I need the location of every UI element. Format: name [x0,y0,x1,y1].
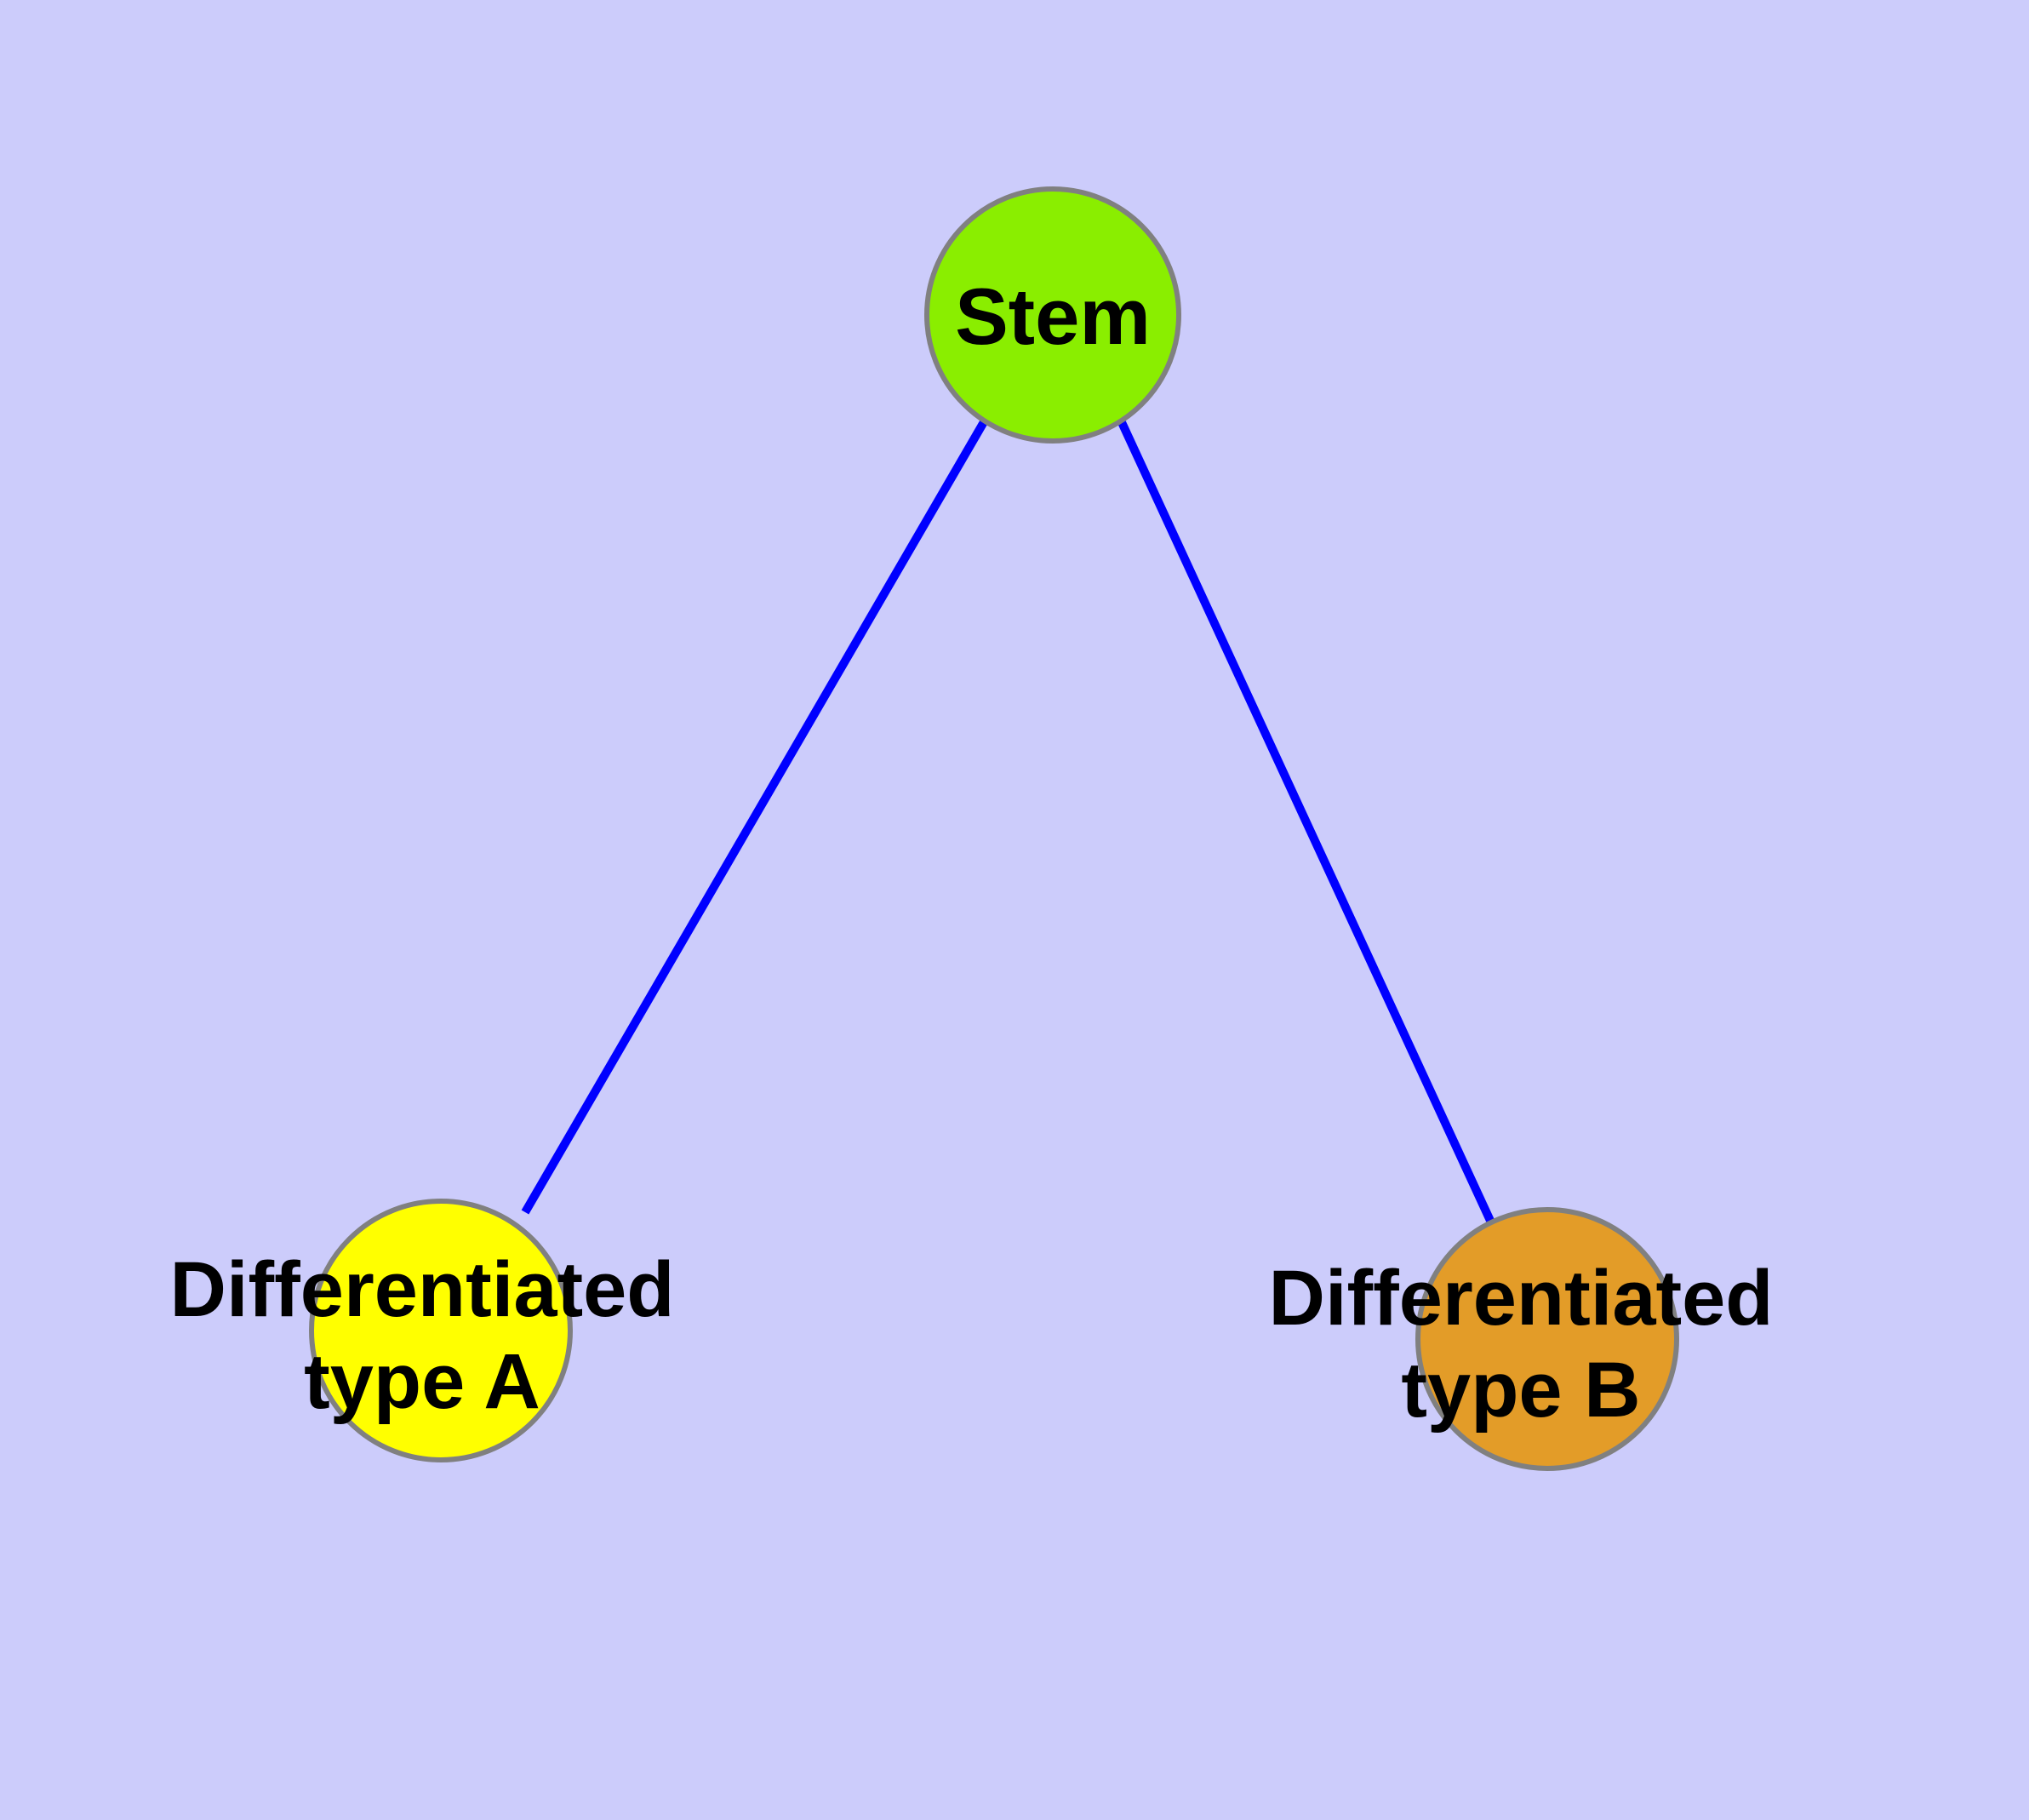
node-label-stem: Stem [955,272,1151,361]
node-label-line: Differentiated [1269,1255,1774,1342]
node-differentiated-type-a[interactable] [309,1199,573,1462]
node-differentiated-type-b[interactable] [1415,1207,1679,1471]
node-label-line: Differentiated [170,1246,675,1333]
node-stem[interactable] [924,186,1181,444]
edge-stem-to-type-a[interactable] [521,418,989,1215]
edge-stem-to-type-b[interactable] [1117,418,1495,1225]
nodes-layer [309,186,1679,1471]
node-label-line: Stem [955,272,1151,361]
edges-layer [521,418,1495,1225]
node-label-line: type B [1401,1347,1640,1434]
node-label-line: type A [304,1338,540,1425]
